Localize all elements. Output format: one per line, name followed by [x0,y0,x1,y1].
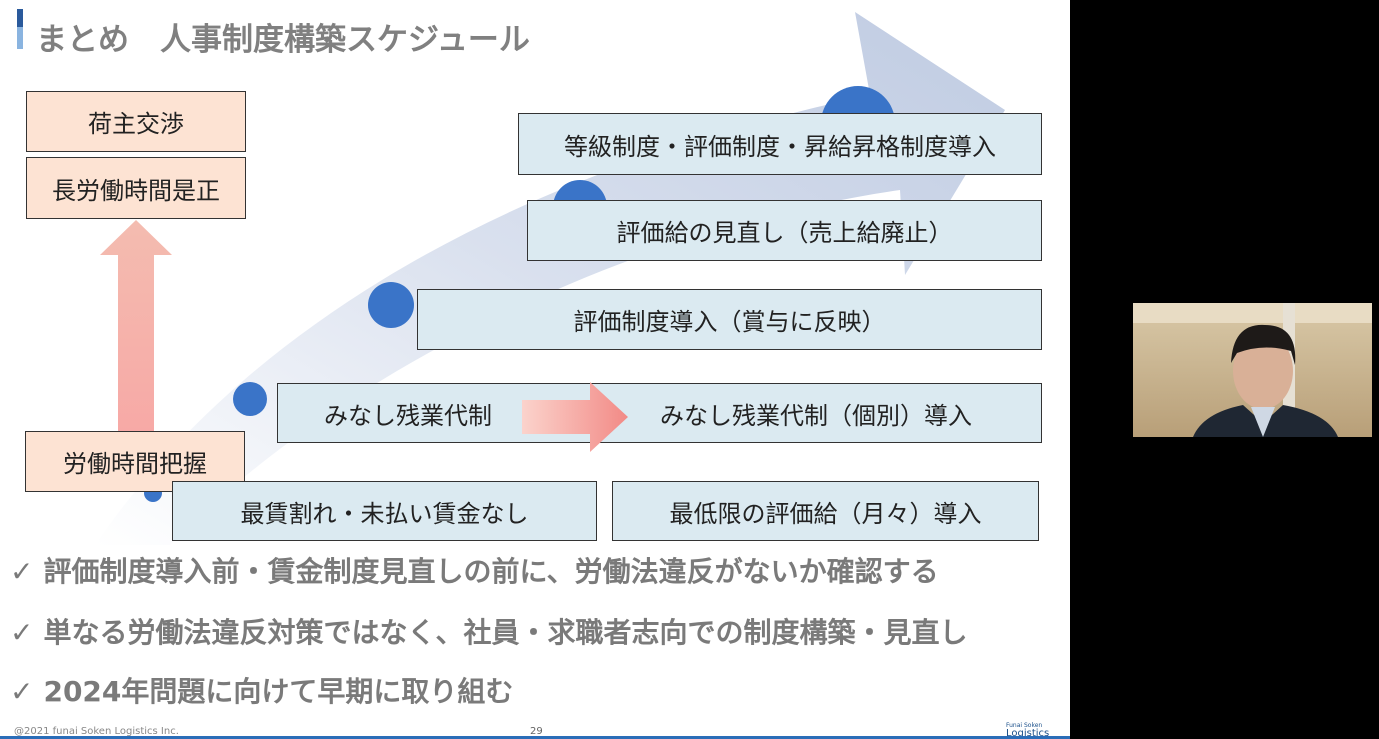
page-number: 29 [530,726,543,737]
slide-title: まとめ 人事制度構築スケジュール [36,22,530,58]
copyright: @2021 funai Soken Logistics Inc. [14,726,179,737]
logo-small-text: Funai Soken [1006,722,1043,729]
logo-large-text: Logistics [1006,728,1050,739]
bullet-item: ✓ 単なる労働法違反対策ではなく、社員・求職者志向での制度構築・見直し [10,611,967,651]
bullet-item: ✓ 2024年問題に向けて早期に取り組む [10,670,513,710]
bullet-item: ✓ 評価制度導入前・賃金制度見直しの前に、労働法違反がないか確認する [10,550,939,590]
bullet-text: 2024年問題に向けて早期に取り組む [43,675,514,708]
bullet-text: 単なる労働法違反対策ではなく、社員・求職者志向での制度構築・見直し [43,616,968,649]
milestone-dot [368,282,414,328]
step-deemed-overtime-individual: みなし残業代制（個別）導入 [590,383,1042,443]
box-shipper-negotiation: 荷主交渉 [26,91,246,152]
presenter-webcam [1133,303,1372,437]
step-grade-system: 等級制度・評価制度・昇給昇格制度導入 [518,113,1042,175]
box-long-hours-correction: 長労働時間是正 [26,157,246,219]
up-arrow [100,220,172,432]
title-accent-bar [17,9,23,49]
footer-line [0,736,1070,739]
check-icon: ✓ [10,555,34,588]
bullet-text: 評価制度導入前・賃金制度見直しの前に、労働法違反がないか確認する [43,555,939,588]
milestone-dot [233,382,267,416]
step-evaluation-pay-review: 評価給の見直し（売上給廃止） [527,200,1042,261]
check-icon: ✓ [10,675,34,708]
company-logo: Funai Soken Logistics [988,722,1050,739]
presenter-silhouette [1133,303,1372,437]
check-icon: ✓ [10,616,34,649]
step-evaluation-system: 評価制度導入（賞与に反映） [417,289,1042,350]
step-minimum-evaluation-pay: 最低限の評価給（月々）導入 [612,481,1039,541]
presentation-slide: まとめ 人事制度構築スケジュール 荷主交渉 長労働時間是正 労働時間把握 最賃割… [0,0,1070,739]
step-minimum-wage: 最賃割れ・未払い賃金なし [172,481,597,541]
right-arrow [522,382,628,452]
